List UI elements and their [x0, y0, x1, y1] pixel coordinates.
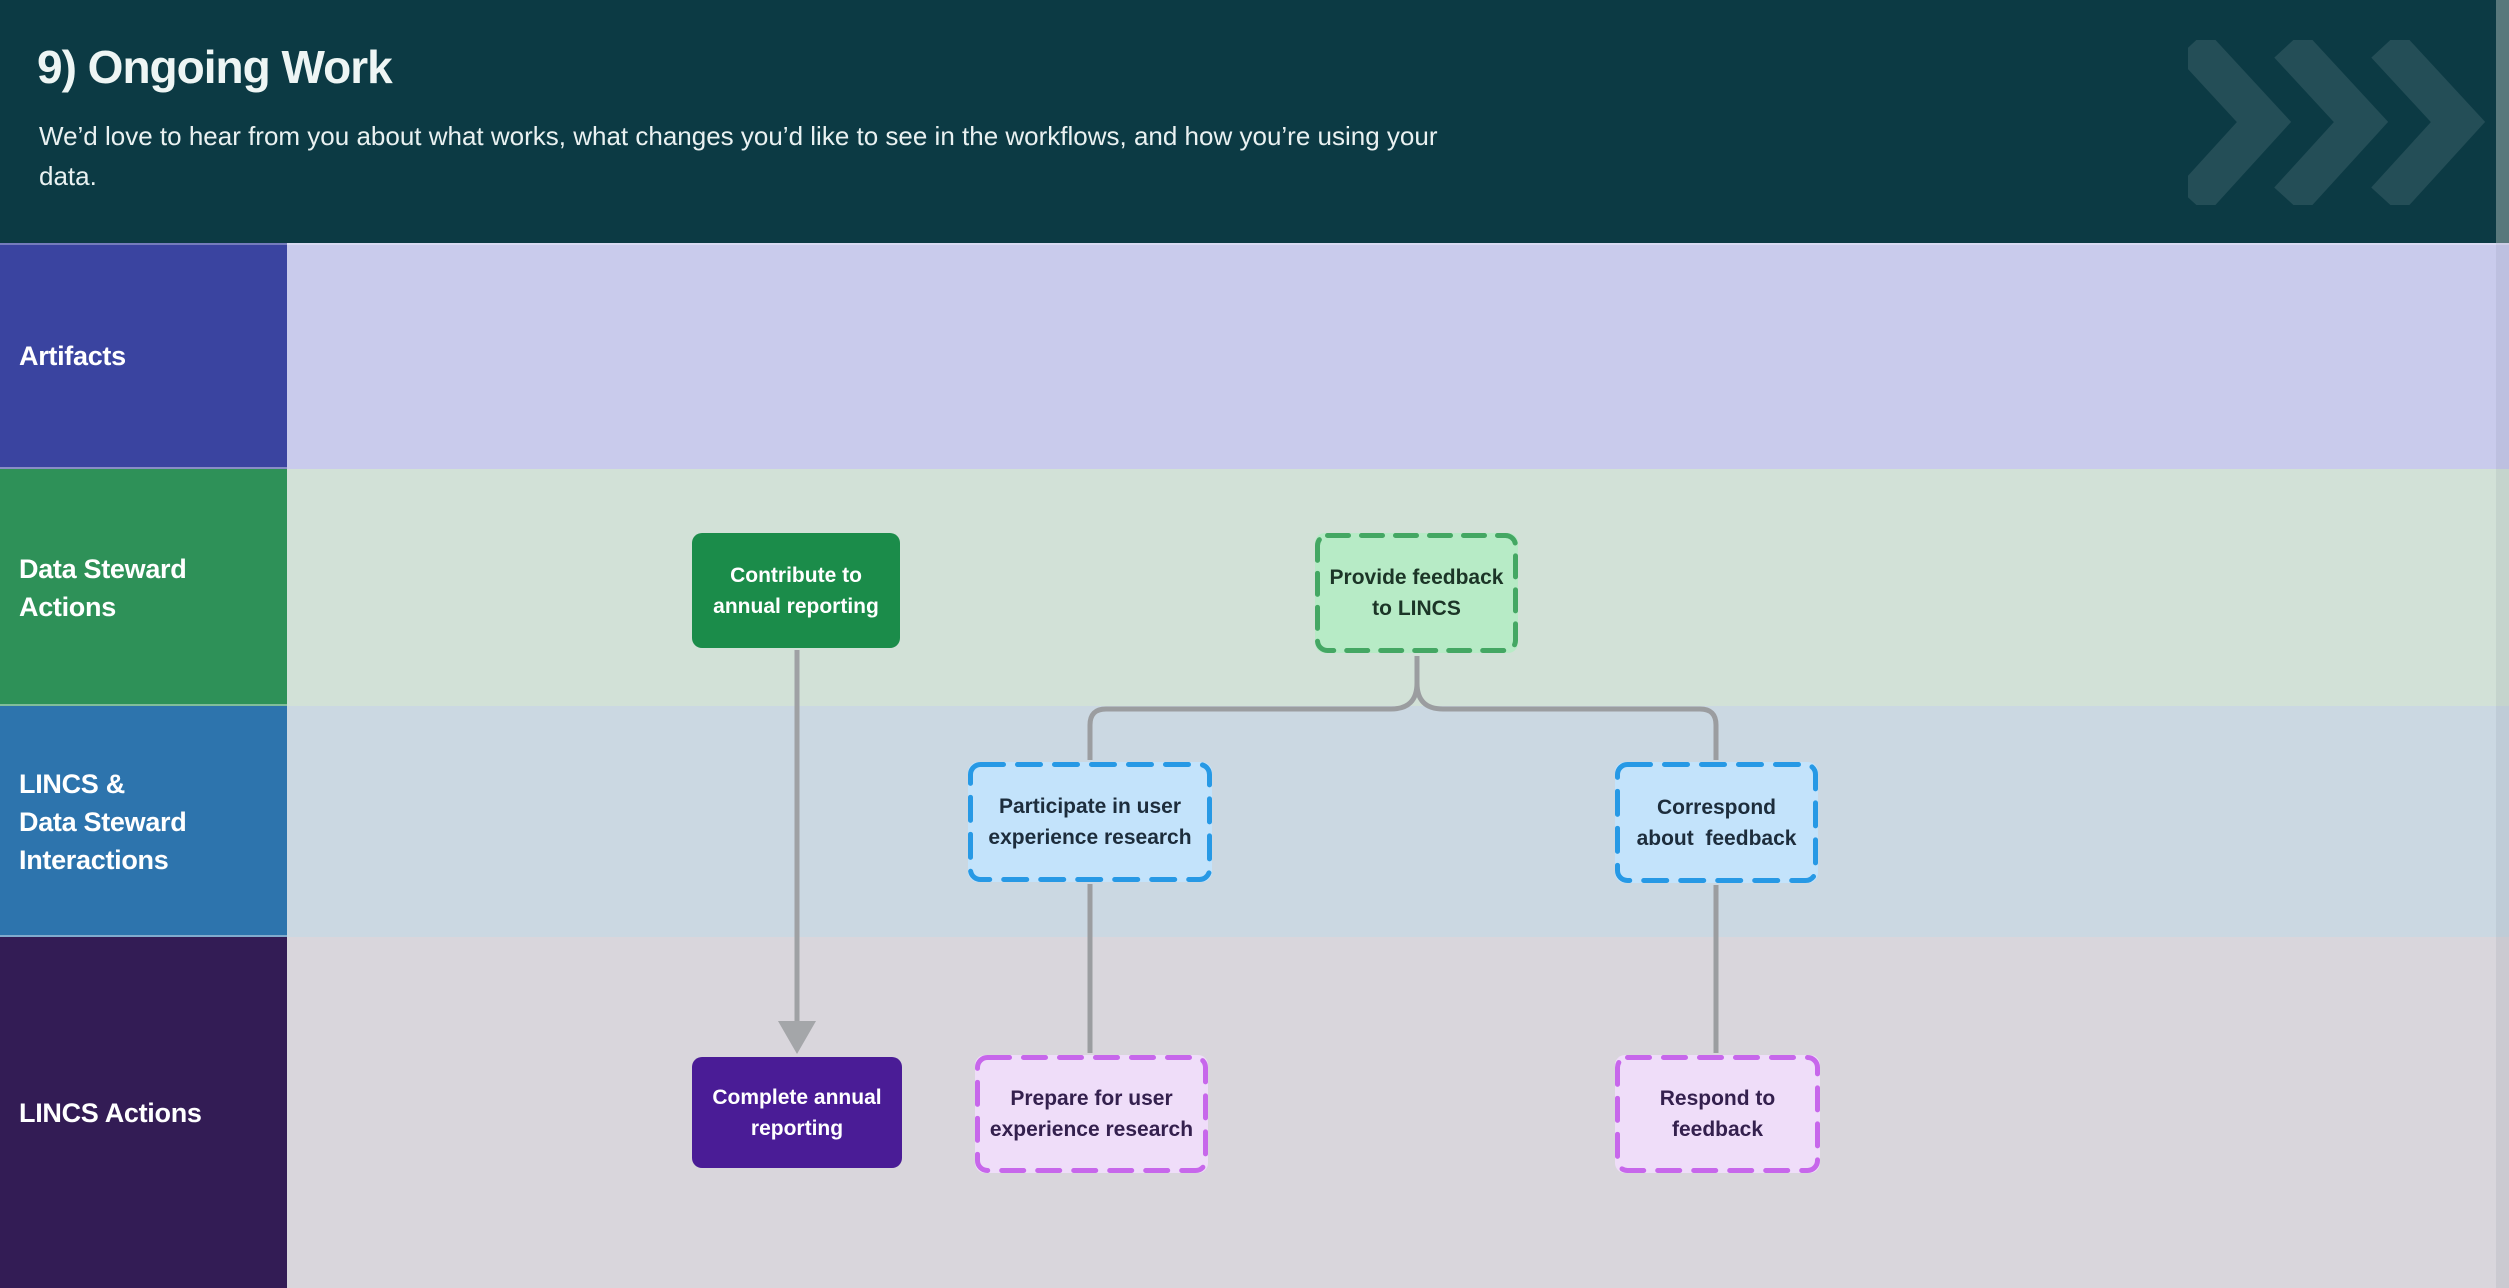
- lane-label: Artifacts: [19, 341, 126, 371]
- node-text: about feedback: [1636, 826, 1797, 850]
- node-complete-annual-reporting: Complete annual reporting: [692, 1057, 902, 1168]
- node-correspond-about-feedback: Correspond about feedback: [1615, 762, 1818, 883]
- lane-band-artifacts: [287, 243, 2509, 469]
- lane-label: Actions: [19, 591, 116, 622]
- slide-right-edge: [2496, 0, 2509, 243]
- triple-chevron-right-icon: [2188, 40, 2486, 205]
- lane-label: Interactions: [19, 844, 169, 875]
- lane-label: LINCS Actions: [19, 1097, 202, 1128]
- lane-label: Data Steward: [19, 806, 187, 837]
- divider: [0, 467, 287, 469]
- divider: [0, 704, 287, 706]
- lane-band-interactions: [287, 706, 2509, 937]
- node-text: reporting: [750, 1116, 844, 1140]
- lane-header-artifacts: Artifacts: [0, 243, 287, 469]
- node-participate-in-user-experience-research: Participate in user experience research: [968, 762, 1212, 882]
- lane-label: LINCS &: [19, 768, 125, 799]
- lane-label: Data Steward: [19, 553, 187, 584]
- node-text: Prepare for user: [1010, 1087, 1173, 1110]
- node-respond-to-feedback: Respond to feedback: [1615, 1055, 1820, 1173]
- header-banner: 9) Ongoing Work We’d love to hear from y…: [0, 0, 2509, 243]
- node-text: Respond to: [1659, 1087, 1776, 1110]
- node-text: Contribute to: [730, 563, 862, 587]
- node-text: experience research: [989, 1118, 1194, 1141]
- node-contribute-to-annual-reporting: Contribute to annual reporting: [692, 533, 900, 648]
- node-text: to LINCS: [1372, 597, 1461, 620]
- lane-header-data-steward-actions: Data Steward Actions: [0, 469, 287, 706]
- lane-header-lincs-actions: LINCS Actions: [0, 937, 287, 1288]
- page-title: 9) Ongoing Work: [37, 41, 393, 93]
- slide-right-edge: [2496, 243, 2509, 1288]
- lane-header-interactions: LINCS & Data Steward Interactions: [0, 706, 287, 937]
- page-subtitle: We’d love to hear from you about what wo…: [39, 121, 1438, 191]
- node-text: experience research: [988, 826, 1192, 849]
- node-prepare-for-user-experience-research: Prepare for user experience research: [975, 1055, 1208, 1173]
- lane-band-lincs-actions: [287, 937, 2509, 1288]
- node-provide-feedback-to-lincs: Provide feedback to LINCS: [1315, 533, 1518, 653]
- node-text: Provide feedback: [1329, 566, 1504, 589]
- node-text: annual reporting: [713, 594, 879, 618]
- node-text: Correspond: [1656, 795, 1776, 819]
- divider: [0, 935, 287, 937]
- node-text: feedback: [1671, 1118, 1764, 1141]
- node-text: Complete annual: [712, 1085, 882, 1109]
- node-text: Participate in user: [998, 795, 1182, 818]
- divider: [0, 243, 2509, 245]
